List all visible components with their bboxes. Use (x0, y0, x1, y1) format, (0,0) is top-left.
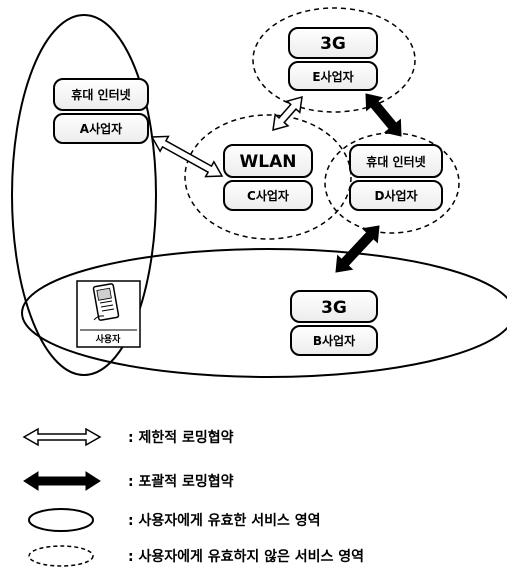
node-a-tech: 휴대 인터넷 (71, 87, 130, 102)
legend-item-limited: : 제한적 로밍협약 (22, 427, 234, 447)
legend-valid-area-text: : 사용자에게 유효한 서비스 영역 (128, 512, 321, 529)
legend-item-comprehensive: : 포괄적 로밍협약 (23, 471, 234, 491)
node-b: 3G B사업자 (290, 290, 378, 356)
node-b-tech: 3G (321, 298, 347, 318)
service-area-b-horizontal (21, 248, 507, 378)
mobile-device-icon (92, 283, 120, 321)
limited-roaming-arrow-c-e (272, 95, 303, 132)
comprehensive-roaming-arrow-e-d (365, 93, 402, 137)
service-area-e (252, 7, 416, 113)
service-area-d (324, 132, 460, 234)
legend: : 제한적 로밍협약 : 포괄적 로밍협약 : 사용자에게 유효한 서비스 영역… (22, 427, 364, 567)
user-label: 사용자 (96, 333, 122, 345)
node-d-tech: 휴대 인터넷 (366, 154, 425, 169)
legend-item-valid-area: : 사용자에게 유효한 서비스 영역 (28, 508, 321, 532)
node-e: 3G E사업자 (288, 27, 378, 91)
node-a-operator: A사업자 (80, 121, 122, 136)
node-b-operator: B사업자 (313, 333, 355, 348)
node-e-tech: 3G (320, 34, 346, 54)
node-c-tech: WLAN (240, 152, 297, 172)
node-d: 휴대 인터넷 D사업자 (349, 144, 443, 211)
node-a: 휴대 인터넷 A사업자 (53, 78, 149, 144)
service-area-user-vertical (11, 14, 157, 376)
legend-invalid-area-text: : 사용자에게 유효하지 않은 서비스 영역 (128, 548, 364, 565)
service-area-c (184, 114, 352, 240)
comprehensive-roaming-arrow-d-b (335, 225, 380, 273)
limited-roaming-arrow-a-c (150, 135, 224, 178)
legend-comprehensive-text: : 포괄적 로밍협약 (128, 473, 234, 490)
user-device: 사용자 (76, 280, 141, 348)
legend-item-invalid-area: : 사용자에게 유효하지 않은 서비스 영역 (28, 545, 364, 567)
legend-limited-text: : 제한적 로밍협약 (128, 429, 234, 446)
node-e-operator: E사업자 (312, 69, 353, 84)
node-c: WLAN C사업자 (223, 144, 313, 211)
node-c-operator: C사업자 (247, 188, 289, 203)
node-d-operator: D사업자 (374, 188, 417, 203)
